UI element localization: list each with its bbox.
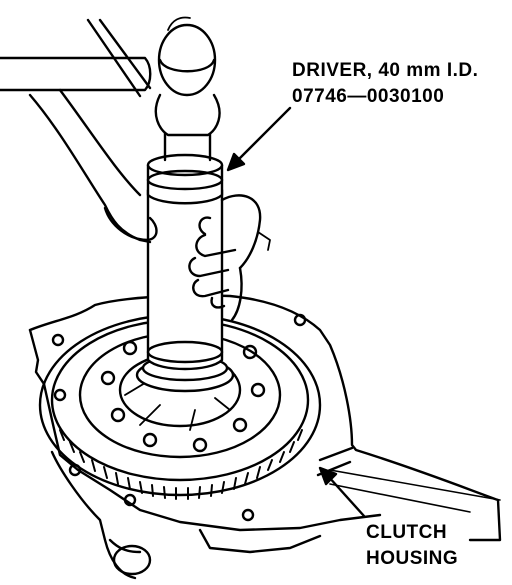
- driver-knob: [157, 23, 217, 97]
- left-arm: [28, 93, 152, 244]
- driver-callout-name: DRIVER, 40 mm I.D.: [292, 60, 479, 81]
- gear-spokes: [124, 374, 236, 431]
- housing-port: [112, 544, 152, 576]
- left-arm-top: [58, 88, 142, 197]
- right-finger-4: [210, 296, 226, 309]
- arrow-icon: [226, 106, 366, 518]
- gear-bolt: [232, 417, 248, 433]
- right-thumb: [198, 216, 212, 236]
- housing-flange: [198, 528, 322, 554]
- clutch-housing-callout-line2: HOUSING: [366, 548, 459, 569]
- right-finger-3: [192, 278, 230, 298]
- gear-bolt: [250, 382, 266, 398]
- driver-callout-part-number: 07746—0030100: [292, 86, 445, 107]
- housing-left-edge: [28, 328, 382, 532]
- gear-bolt: [142, 432, 158, 448]
- gear-bolt: [192, 437, 208, 453]
- gear-teeth: [59, 429, 303, 500]
- bolt-hole: [241, 508, 255, 522]
- gear-bolt: [242, 344, 258, 360]
- bolt-hole: [51, 333, 65, 347]
- right-wrist: [230, 266, 243, 322]
- gear-bolt: [100, 370, 116, 386]
- hammer-handle-edge: [86, 18, 142, 98]
- gear-bolt: [110, 407, 126, 423]
- bolt-hole: [123, 493, 137, 507]
- right-finger-1: [195, 233, 237, 258]
- right-hand-back: [220, 194, 262, 270]
- gear-bolt: [122, 340, 138, 356]
- driver-leader-line: [236, 106, 292, 162]
- hand-icon: [28, 88, 271, 322]
- left-thumb: [103, 206, 158, 242]
- driver-arrowhead: [226, 152, 246, 172]
- right-knuckle: [257, 231, 271, 251]
- driver-collar-groove: [146, 169, 224, 191]
- clutch-housing-callout-line1: CLUTCH: [366, 522, 448, 543]
- driver-base-ring: [146, 340, 224, 364]
- driver-collar-top: [146, 153, 224, 177]
- bolt-hole: [53, 388, 67, 402]
- driver-knob-band: [158, 58, 216, 73]
- hammer-handle-edge: [98, 18, 152, 90]
- clutch-arrowhead: [318, 466, 338, 486]
- bolt-hole: [293, 313, 307, 327]
- hammer-head: [0, 56, 152, 92]
- housing-top-edge: [28, 294, 502, 542]
- driver-knob-shine: [167, 16, 191, 31]
- housing-rim-lines: [329, 469, 501, 513]
- driver-bulb: [154, 93, 221, 137]
- right-finger-2: [188, 256, 230, 278]
- clutch-leader-line: [326, 474, 366, 518]
- hammer-icon: [0, 18, 152, 98]
